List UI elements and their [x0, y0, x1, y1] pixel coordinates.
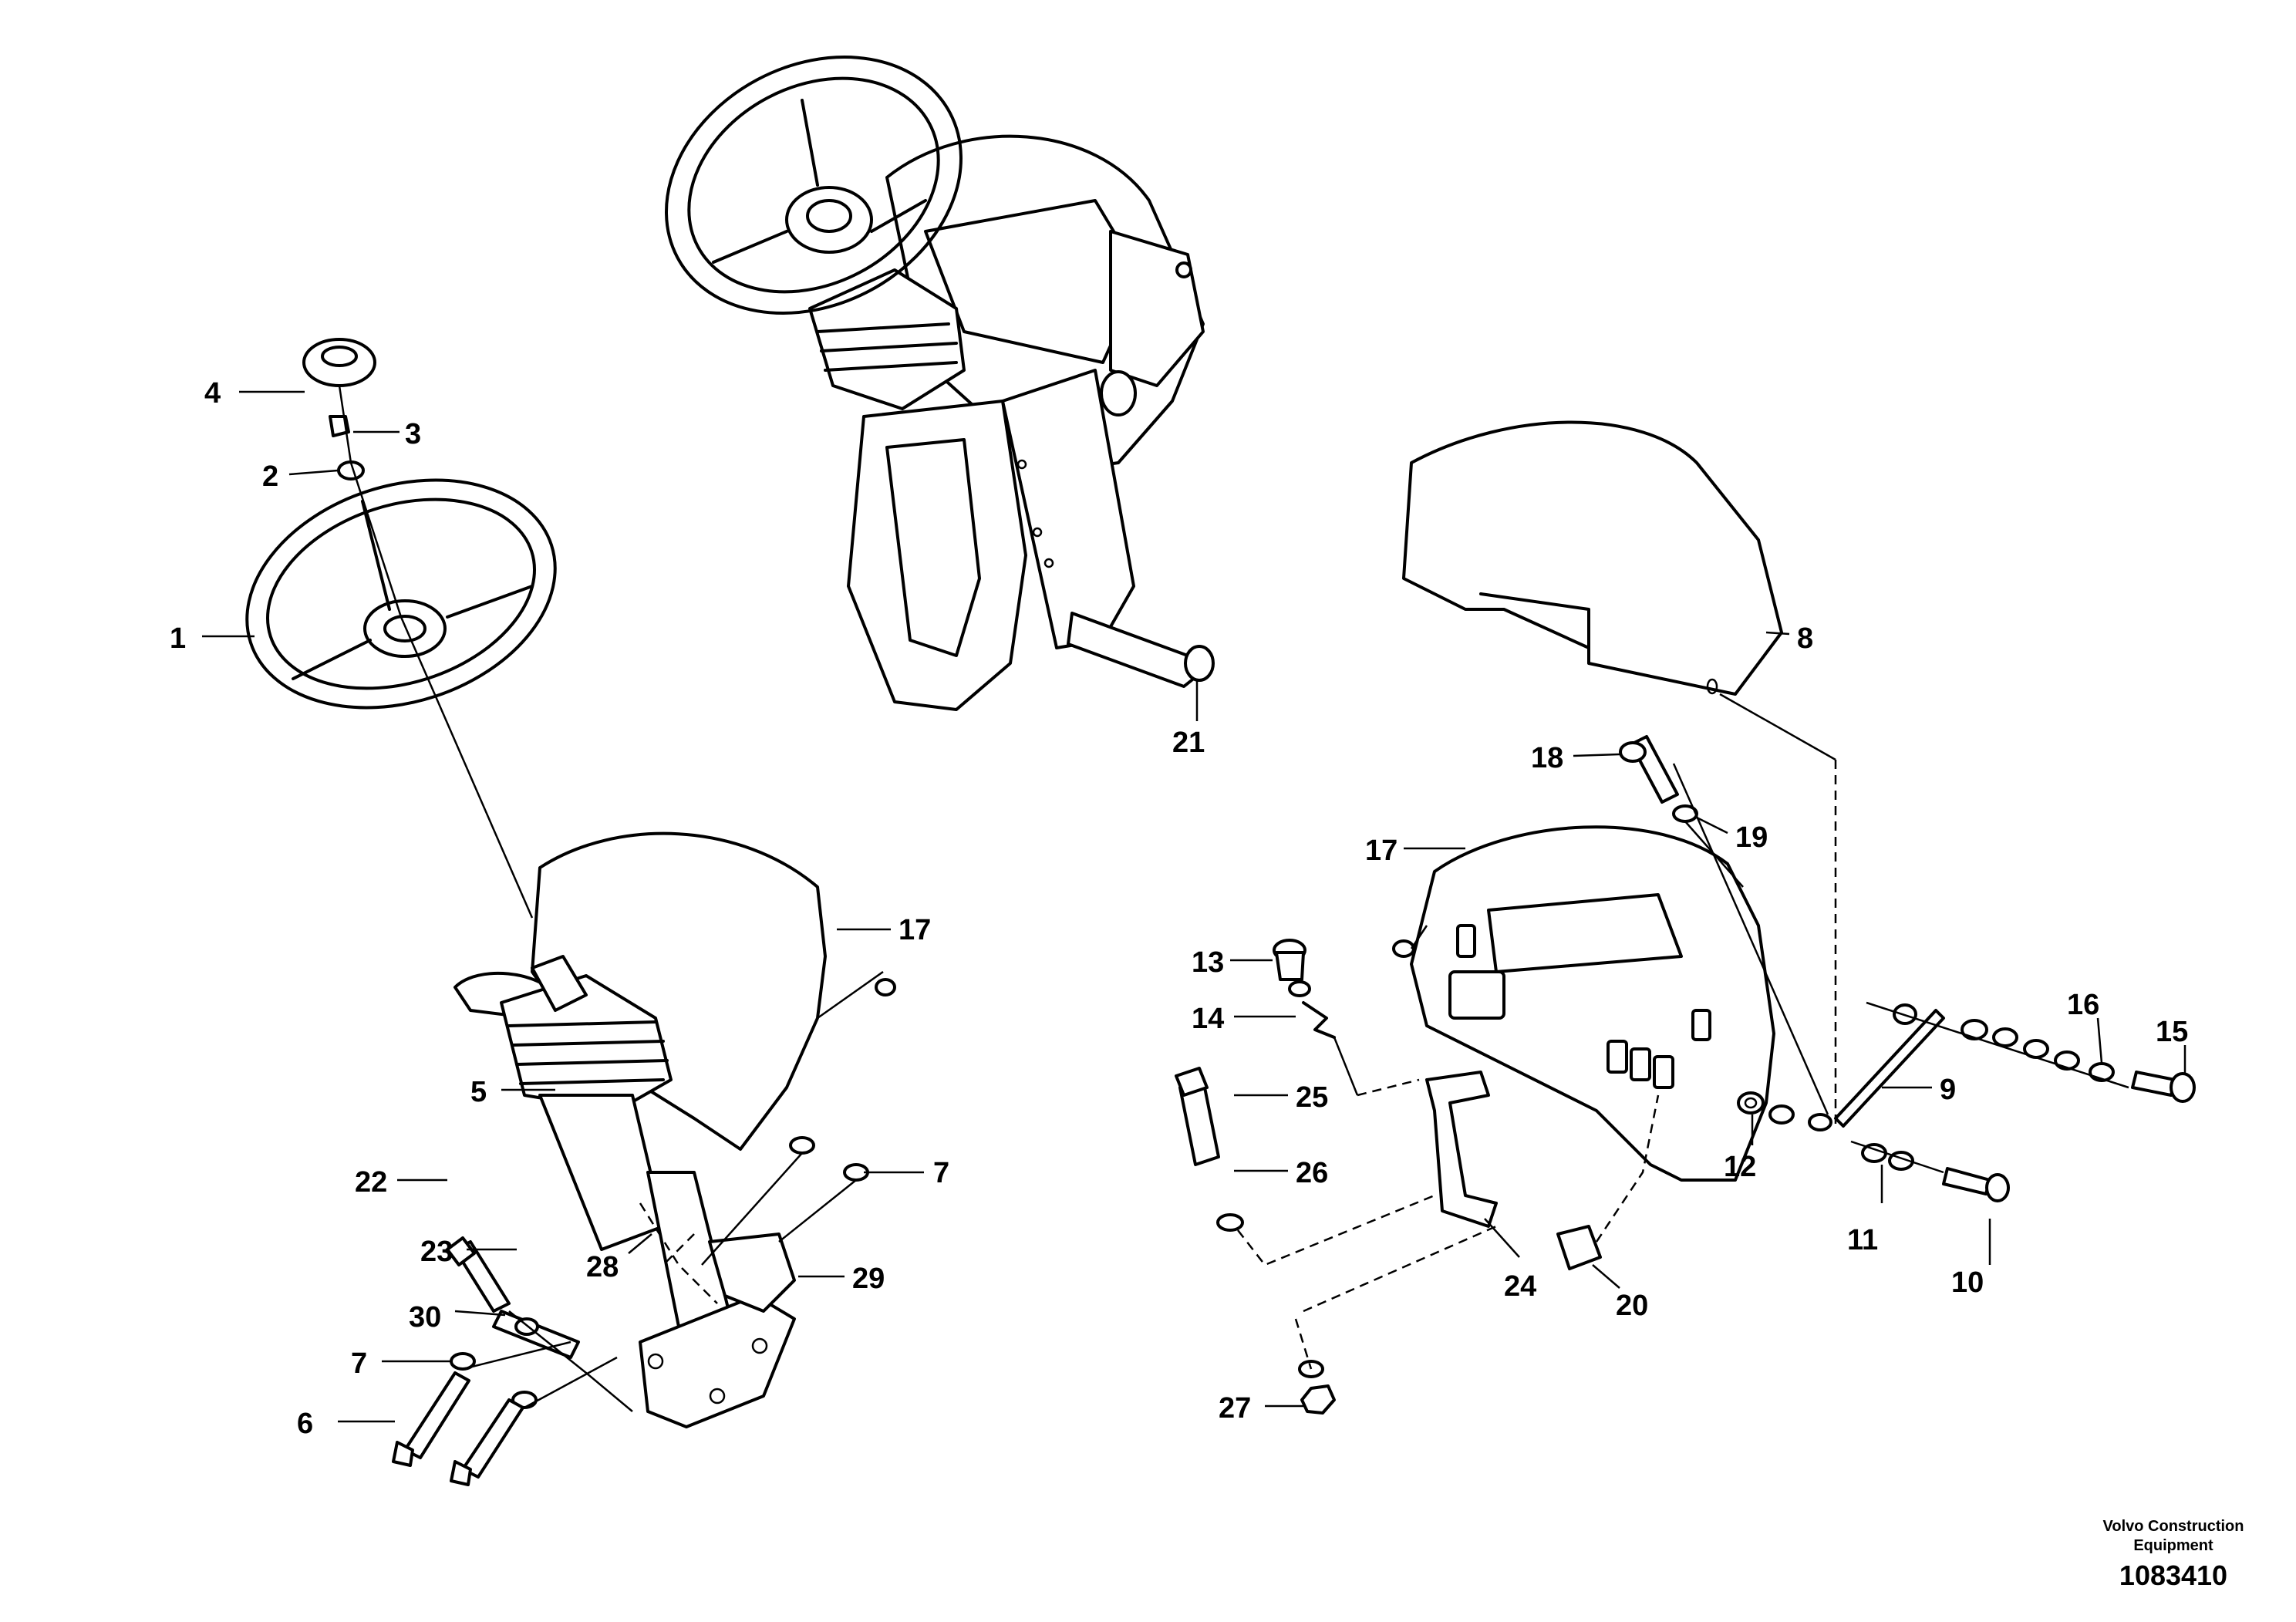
callout-17b: 17	[1365, 835, 1397, 867]
callout-18: 18	[1531, 742, 1563, 774]
callout-9: 9	[1940, 1074, 1956, 1106]
callout-22: 22	[355, 1166, 387, 1199]
dash-panel-group	[1175, 420, 2196, 1415]
assembled-steering-assembly	[665, 56, 1215, 711]
callout-12: 12	[1724, 1151, 1756, 1183]
column-and-dash-group	[392, 831, 896, 1486]
callout-21: 21	[1172, 727, 1205, 759]
footer-brand-line1: Volvo Construction	[2103, 1518, 2244, 1535]
callout-17a: 17	[899, 914, 931, 946]
callout-19: 19	[1735, 821, 1768, 854]
callout-27: 27	[1219, 1392, 1251, 1425]
callout-24: 24	[1504, 1270, 1536, 1303]
callout-28: 28	[586, 1251, 619, 1283]
callout-15: 15	[2156, 1016, 2188, 1048]
callout-26: 26	[1296, 1157, 1328, 1189]
callout-10: 10	[1951, 1266, 1984, 1299]
callout-13: 13	[1192, 946, 1224, 979]
steering-wheel-group	[245, 338, 557, 919]
callout-4: 4	[204, 377, 221, 410]
footer-brand-line2: Equipment	[2133, 1537, 2213, 1554]
callout-29: 29	[852, 1263, 885, 1295]
callout-16: 16	[2067, 989, 2099, 1021]
callout-3: 3	[405, 418, 421, 450]
callout-labels: 1 2 3 4 5 6 7 7 8 9 10 11 12 13 14 15 16…	[170, 377, 2188, 1440]
callout-14: 14	[1192, 1003, 1224, 1035]
callout-5: 5	[470, 1076, 487, 1108]
callout-23: 23	[420, 1236, 453, 1268]
callout-11: 11	[1847, 1224, 1878, 1256]
callout-30: 30	[409, 1301, 441, 1334]
callout-25: 25	[1296, 1081, 1328, 1114]
callout-7a: 7	[933, 1157, 949, 1189]
callout-7b: 7	[351, 1347, 367, 1380]
drawing-number: 1083410	[2119, 1560, 2227, 1591]
callout-20: 20	[1616, 1290, 1648, 1322]
leader-lines	[202, 390, 2186, 1423]
callout-6: 6	[297, 1408, 313, 1440]
callout-1: 1	[170, 622, 186, 655]
drawing-footer: Volvo Construction Equipment 1083410	[2103, 1518, 2244, 1591]
callout-8: 8	[1797, 622, 1813, 655]
callout-2: 2	[262, 460, 278, 493]
